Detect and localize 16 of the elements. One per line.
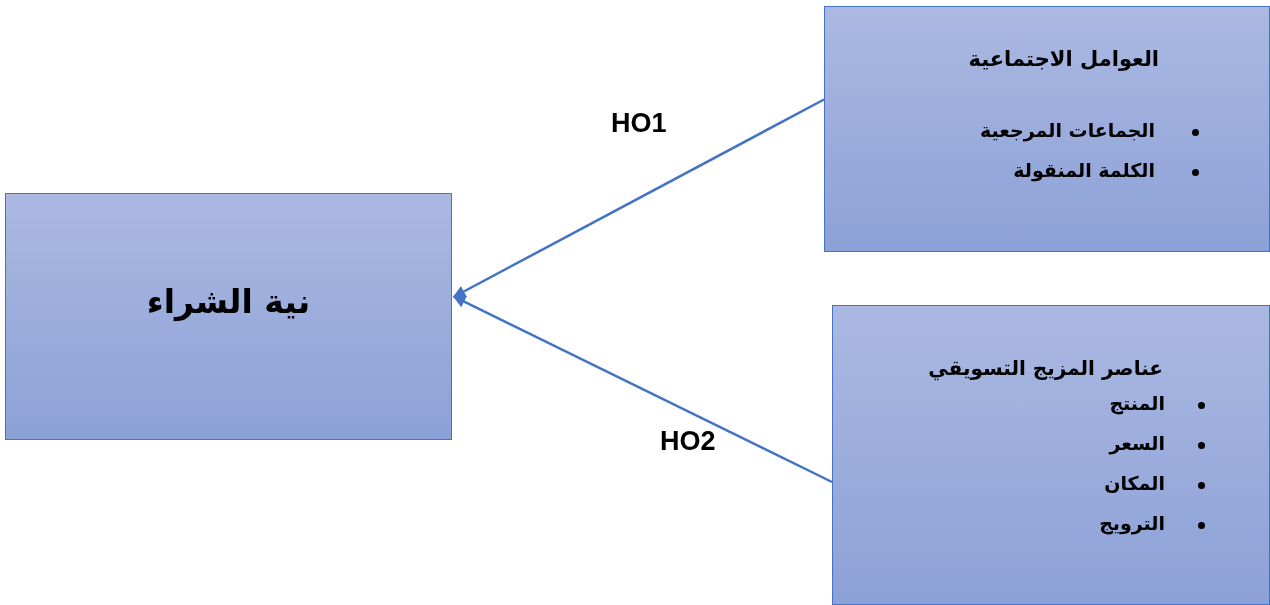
box-heading: العوامل الاجتماعية bbox=[968, 47, 1159, 71]
box-heading: عناصر المزيج التسويقي bbox=[928, 356, 1163, 380]
text-box bbox=[832, 305, 1270, 605]
edge-label: HO2 bbox=[660, 426, 716, 457]
list-item: الترويج bbox=[1099, 512, 1165, 534]
arrow bbox=[452, 98, 825, 298]
list-item: الكلمة المنقولة bbox=[1013, 159, 1155, 181]
arrow bbox=[452, 295, 833, 484]
text-box bbox=[5, 193, 452, 440]
list-item: الجماعات المرجعية bbox=[980, 119, 1155, 141]
list-item: السعر bbox=[1109, 432, 1165, 454]
text-box bbox=[824, 6, 1270, 252]
list-item: المنتج bbox=[1109, 392, 1165, 414]
edge-label: HO1 bbox=[611, 108, 667, 139]
list-item: المكان bbox=[1104, 472, 1165, 494]
box-title: نية الشراء bbox=[145, 282, 312, 321]
